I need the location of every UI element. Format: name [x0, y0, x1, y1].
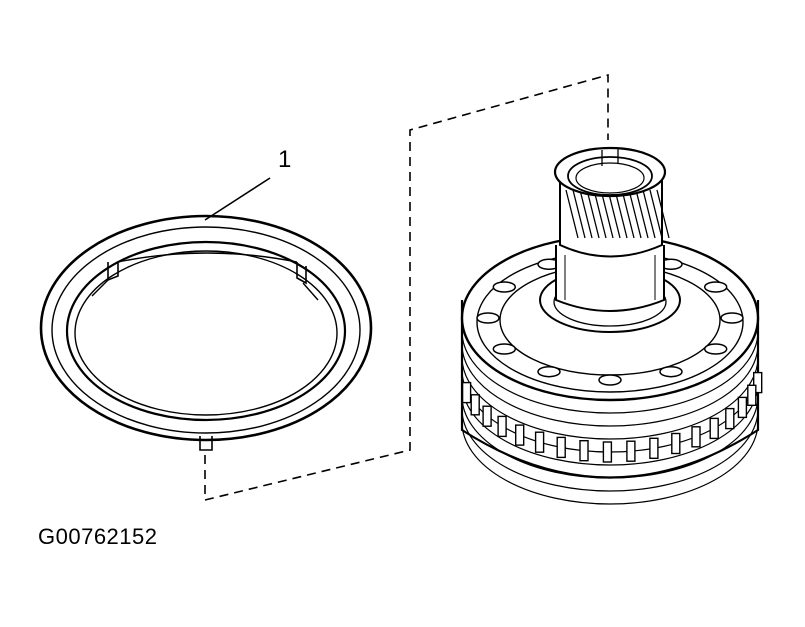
- clutch-tooth: [515, 424, 525, 446]
- callout-leader-line: [204, 177, 271, 221]
- drum-slot: [598, 374, 622, 386]
- drum-slot: [703, 343, 728, 355]
- clutch-tooth: [482, 405, 492, 427]
- clutch-tooth: [691, 426, 701, 448]
- clutch-plate-line: [461, 395, 759, 479]
- clutch-tooth: [470, 394, 480, 416]
- clutch-plate-line: [461, 343, 759, 427]
- drum-slot: [492, 281, 517, 293]
- clutch-tooth: [747, 384, 757, 406]
- clutch-plate-line: [461, 382, 759, 466]
- clutch-tooth: [534, 431, 545, 453]
- drum-slot: [492, 343, 517, 355]
- clutch-tooth: [737, 396, 748, 419]
- shaft-spline: [607, 189, 621, 239]
- shaft-spline: [572, 189, 586, 239]
- shaft-spline: [656, 189, 670, 239]
- clutch-tooth: [649, 437, 659, 459]
- shaft-spline: [628, 189, 642, 239]
- shaft-spline: [593, 189, 607, 239]
- clutch-tooth: [725, 407, 735, 430]
- shaft-spline: [565, 189, 579, 239]
- clutch-tooth: [461, 381, 472, 404]
- clutch-tooth: [579, 440, 589, 462]
- clutch-plate-line: [461, 408, 759, 492]
- shaft-spline: [635, 189, 649, 239]
- clutch-tooth: [556, 436, 566, 459]
- shaft-spline: [642, 189, 656, 239]
- clutch-plate-line: [461, 421, 759, 505]
- figure-id-label: G00762152: [38, 524, 158, 549]
- clutch-tooth: [626, 440, 636, 462]
- clutch-tooth: [497, 415, 507, 438]
- callout-label-1: 1: [278, 146, 292, 173]
- shaft-spline: [621, 189, 635, 239]
- clutch-tooth: [671, 432, 681, 455]
- clutch-hub-assembly: [460, 146, 763, 505]
- shaft-spline: [586, 189, 600, 239]
- drum-slot: [659, 365, 683, 378]
- clutch-tooth: [753, 371, 763, 394]
- shaft-spline: [600, 189, 614, 239]
- clutch-tooth: [709, 417, 719, 440]
- shaft-spline: [614, 189, 628, 239]
- drum-slot: [537, 365, 561, 378]
- drum-slot: [720, 312, 744, 324]
- clutch-tooth: [602, 441, 613, 463]
- washer-ring: [39, 214, 373, 451]
- drum-slot: [476, 312, 500, 324]
- shaft-spline: [649, 189, 663, 239]
- clutch-plate-line: [461, 330, 759, 414]
- shaft-spline: [579, 189, 593, 239]
- assembly-dashed-line: [204, 73, 609, 502]
- drum-slot: [703, 281, 728, 293]
